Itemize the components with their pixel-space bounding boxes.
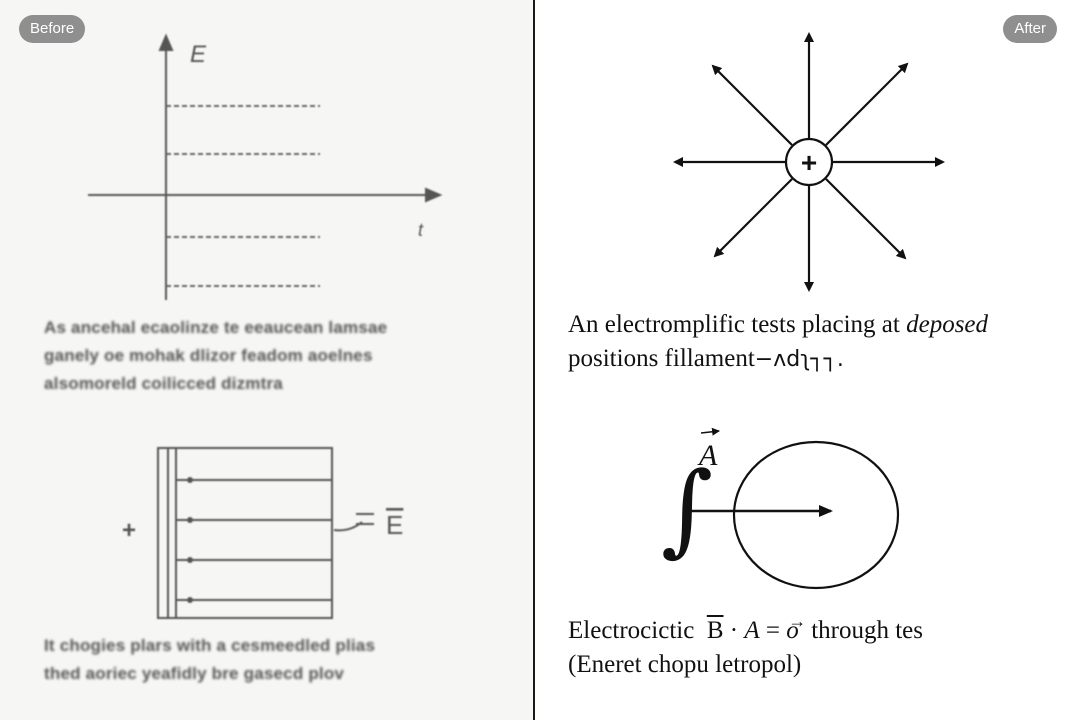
capacitor-plus-sign: + [122, 517, 136, 544]
integral-symbol: ∫ [661, 450, 713, 567]
before-badge: Before [19, 15, 86, 43]
blurred-caption-2: It chogies plars with a cesmeedled plias… [44, 632, 484, 688]
after-badge: After [1003, 15, 1057, 43]
caption-2-equals: = [765, 617, 780, 644]
graph-y-arrow-icon [158, 33, 174, 51]
caption-1-line2: positions fillament [568, 345, 755, 372]
caption-2-word: Electrocictic [568, 617, 695, 644]
caption-2-b-symbol: B [706, 617, 724, 644]
caption-2-tail: through tes [811, 617, 924, 644]
field-arrow [825, 62, 909, 146]
blurred-line: alsomoreld coilicced dizmtra [44, 374, 283, 393]
flux-integral-diagram: ∫ A [661, 427, 900, 590]
caption-2-dot: · [729, 617, 739, 644]
charge-plus-icon: + [801, 147, 817, 178]
after-panel: After + An electromplific tests placing … [535, 0, 1080, 720]
caption-1: An electromplific tests placing at depos… [568, 308, 988, 377]
caption-1-glyphs: −ʌdʅ┐┐. [754, 347, 844, 372]
vector-a-label: A [697, 439, 718, 472]
field-arrow [713, 178, 793, 258]
gaussian-surface-circle [732, 440, 900, 590]
caption-2-line2: (Eneret chopu letropol) [568, 651, 802, 678]
capacitor-diagram: + E [122, 447, 403, 619]
point-charge-field-diagram: + [673, 32, 945, 292]
capacitor-box [157, 447, 333, 619]
blurred-caption-1: As ancehal ecaolinze te eeaucean lamsae … [44, 314, 484, 398]
caption-2: Electrocictic B · A = → o through tes (E… [568, 611, 924, 682]
blurred-line: ganely oe mohak dlizor feadom aoelnes [44, 346, 373, 365]
field-time-graph: E t [88, 33, 443, 300]
positive-charge [784, 137, 834, 187]
field-arrow [825, 178, 907, 260]
blurred-line: As ancehal ecaolinze te eeaucean lamsae [44, 318, 388, 337]
before-panel: Before E t As ancehal ecaolinze te eeauc… [0, 0, 533, 720]
blurred-line: thed aoriec yeafidly bre gasecd plov [44, 664, 345, 683]
graph-x-label: t [418, 220, 424, 240]
graph-x-arrow-icon [425, 187, 443, 203]
caption-1-text: An electromplific tests placing at [568, 311, 907, 338]
capacitor-field-label: E [386, 510, 403, 540]
blurred-line: It chogies plars with a cesmeedled plias [44, 636, 376, 655]
caption-1-italic: deposed [906, 311, 989, 338]
field-arrow [711, 64, 793, 146]
vector-a-hat-icon [700, 427, 720, 436]
caption-2-a-symbol: A [744, 617, 760, 644]
panel-divider[interactable] [533, 0, 535, 720]
caption-2-o-symbol: o [786, 617, 799, 644]
graph-y-label: E [190, 41, 207, 68]
